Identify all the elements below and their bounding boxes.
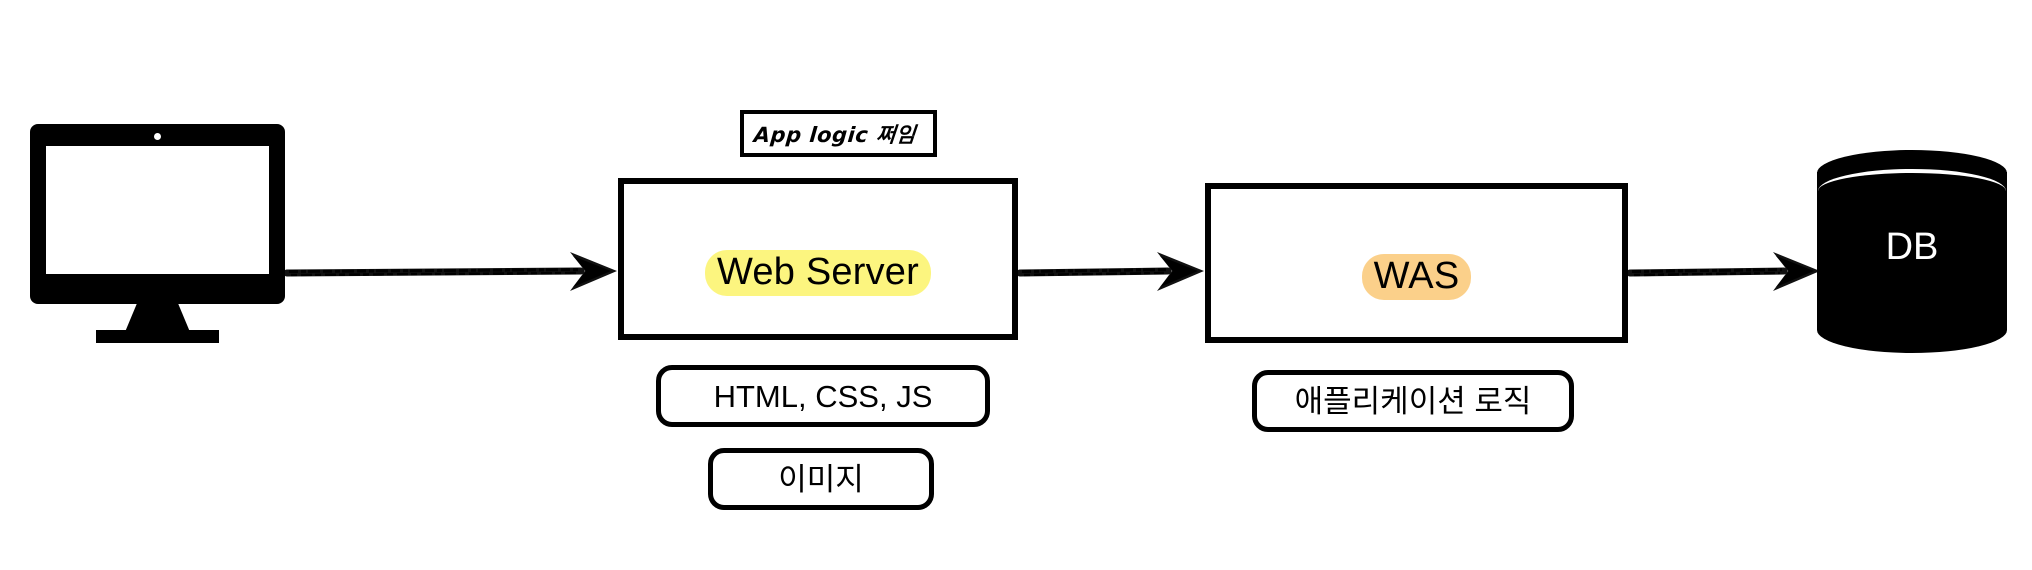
monitor-stand-base <box>96 330 219 343</box>
arrow-was-to-db <box>1628 250 1824 294</box>
handwritten-note-app-logic: App logic 쩌임 <box>740 110 937 157</box>
callout-html-css-js[interactable]: HTML, CSS, JS <box>656 365 990 427</box>
db-rim-highlight <box>1818 169 2006 213</box>
node-db-label: DB <box>1885 226 1939 268</box>
callout-image[interactable]: 이미지 <box>708 448 934 510</box>
handwritten-note-text: App logic 쩌임 <box>752 122 917 147</box>
node-was-label: WAS <box>1361 254 1472 300</box>
callout-image-label: 이미지 <box>778 461 864 497</box>
monitor-stand-neck <box>125 304 190 332</box>
arrow-client-to-web-server <box>285 250 621 294</box>
webcam-dot-icon <box>154 133 161 140</box>
node-web-server[interactable]: Web Server <box>618 178 1018 340</box>
callout-html-css-js-label: HTML, CSS, JS <box>713 378 933 414</box>
node-was[interactable]: WAS <box>1205 183 1628 343</box>
node-web-server-label: Web Server <box>705 250 931 296</box>
callout-app-logic-label: 애플리케이션 로직 <box>1294 383 1532 419</box>
monitor-body <box>30 124 285 304</box>
callout-app-logic[interactable]: 애플리케이션 로직 <box>1252 370 1574 432</box>
desktop-monitor-icon <box>30 124 285 343</box>
arrow-web-server-to-was <box>1018 250 1208 294</box>
node-db[interactable]: DB <box>1817 150 2007 353</box>
monitor-screen <box>46 146 269 274</box>
